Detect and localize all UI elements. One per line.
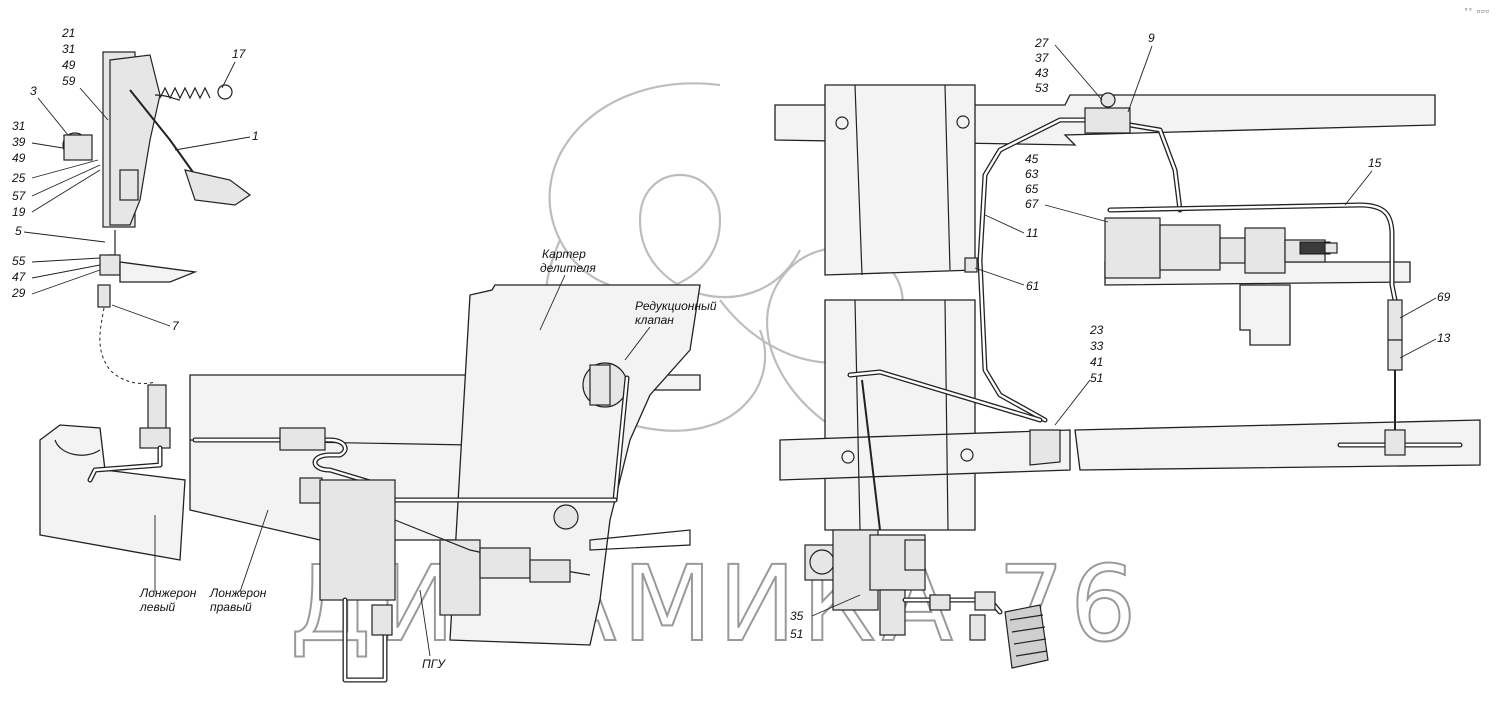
svg-text:Редукционный: Редукционный bbox=[635, 299, 717, 313]
svg-text:65: 65 bbox=[1025, 182, 1039, 196]
label-11: 11 bbox=[984, 214, 1038, 240]
svg-text:31: 31 bbox=[62, 42, 75, 56]
pgu-unit bbox=[319, 479, 591, 683]
svg-text:63: 63 bbox=[1025, 167, 1039, 181]
svg-text:17: 17 bbox=[232, 47, 247, 61]
label-27-37-43-53: 27 37 43 53 bbox=[1034, 36, 1103, 101]
svg-text:7: 7 bbox=[172, 319, 180, 333]
label-69: 69 bbox=[1399, 290, 1451, 319]
svg-text:ПГУ: ПГУ bbox=[422, 657, 446, 671]
svg-text:Картер: Картер bbox=[542, 247, 586, 261]
svg-text:делителя: делителя bbox=[540, 261, 596, 275]
svg-text:15: 15 bbox=[1368, 156, 1382, 170]
svg-text:59: 59 bbox=[62, 74, 76, 88]
svg-text:57: 57 bbox=[12, 189, 27, 203]
svg-text:13: 13 bbox=[1437, 331, 1451, 345]
svg-text:19: 19 bbox=[12, 205, 26, 219]
svg-text:51: 51 bbox=[790, 627, 803, 641]
svg-text:27: 27 bbox=[1034, 36, 1050, 50]
svg-text:49: 49 bbox=[62, 58, 76, 72]
brake-pedal-assembly bbox=[804, 529, 1049, 669]
pedal-pad-icon bbox=[1004, 604, 1049, 669]
left-longeron bbox=[39, 424, 186, 561]
label-7: 7 bbox=[111, 304, 180, 333]
label-31-39-49-25-57-19: 31 39 49 25 57 19 bbox=[11, 119, 101, 219]
label-9: 9 bbox=[1127, 31, 1155, 113]
label-21-31-49-59: 21 31 49 59 bbox=[61, 26, 109, 121]
label-35-51: 35 51 bbox=[790, 594, 861, 641]
svg-text:31: 31 bbox=[12, 119, 25, 133]
label-13: 13 bbox=[1399, 331, 1451, 359]
label-17: 17 bbox=[221, 47, 247, 89]
svg-text:43: 43 bbox=[1035, 66, 1049, 80]
svg-text:45: 45 bbox=[1025, 152, 1039, 166]
cylinder-assembly bbox=[1084, 92, 1338, 279]
right-frame-mid bbox=[779, 261, 1481, 531]
svg-text:11: 11 bbox=[1026, 226, 1038, 240]
corner-mark: ⁰⁰ ▫▫▫ bbox=[1464, 7, 1489, 15]
label-61: 61 bbox=[974, 267, 1039, 293]
svg-text:1: 1 bbox=[252, 129, 259, 143]
svg-text:9: 9 bbox=[1148, 31, 1155, 45]
svg-text:23: 23 bbox=[1089, 323, 1104, 337]
svg-text:5: 5 bbox=[15, 224, 22, 238]
svg-text:Лонжерон: Лонжерон bbox=[209, 586, 267, 600]
svg-text:41: 41 bbox=[1090, 355, 1103, 369]
svg-text:левый: левый bbox=[139, 600, 176, 614]
svg-text:3: 3 bbox=[30, 84, 37, 98]
svg-text:правый: правый bbox=[210, 600, 252, 614]
pedal-assembly bbox=[62, 51, 252, 384]
svg-text:Лонжерон: Лонжерон bbox=[139, 586, 197, 600]
svg-text:61: 61 bbox=[1026, 279, 1039, 293]
label-pgu: ПГУ bbox=[419, 589, 446, 671]
svg-text:25: 25 bbox=[11, 171, 26, 185]
label-15: 15 bbox=[1344, 156, 1382, 206]
svg-text:клапан: клапан bbox=[635, 313, 674, 327]
label-23-33-41-51: 23 33 41 51 bbox=[1054, 323, 1104, 426]
label-karter: Картер делителя bbox=[539, 247, 596, 331]
label-lonzh-left: Лонжерон левый bbox=[139, 515, 197, 614]
svg-text:49: 49 bbox=[12, 151, 26, 165]
svg-text:67: 67 bbox=[1025, 197, 1040, 211]
svg-text:51: 51 bbox=[1090, 371, 1103, 385]
svg-text:69: 69 bbox=[1437, 290, 1451, 304]
svg-text:21: 21 bbox=[61, 26, 75, 40]
label-5: 5 bbox=[15, 224, 106, 243]
svg-text:37: 37 bbox=[1035, 51, 1050, 65]
svg-text:47: 47 bbox=[12, 270, 27, 284]
svg-text:29: 29 bbox=[11, 286, 26, 300]
svg-text:35: 35 bbox=[790, 609, 804, 623]
pipe-right bbox=[847, 117, 1463, 531]
svg-text:55: 55 bbox=[12, 254, 26, 268]
pipe-main bbox=[192, 427, 618, 504]
label-55-47-29: 55 47 29 bbox=[11, 254, 101, 300]
label-redukc: Редукционный клапан bbox=[624, 299, 717, 361]
label-1: 1 bbox=[174, 129, 259, 151]
svg-text:53: 53 bbox=[1035, 81, 1049, 95]
label-45-63-65-67: 45 63 65 67 bbox=[1025, 152, 1109, 223]
label-lonzh-right: Лонжерон правый bbox=[209, 509, 269, 614]
svg-text:33: 33 bbox=[1090, 339, 1104, 353]
label-3: 3 bbox=[30, 84, 69, 136]
pipe-left bbox=[87, 384, 171, 483]
svg-text:39: 39 bbox=[12, 135, 26, 149]
